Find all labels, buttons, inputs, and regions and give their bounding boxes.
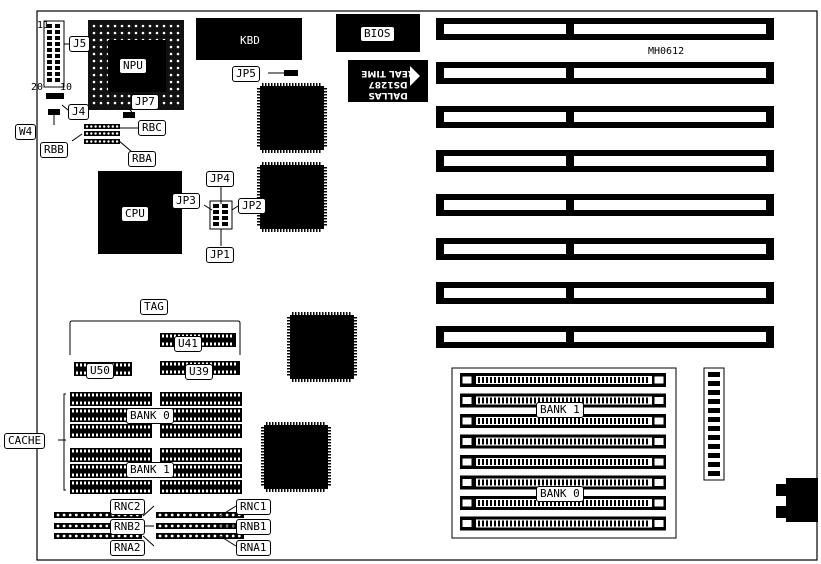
u41-label: U41 bbox=[174, 336, 202, 352]
rba-label: RBA bbox=[128, 151, 156, 167]
cache-sram-chip bbox=[160, 448, 242, 462]
model-number: MH0612 bbox=[648, 46, 685, 57]
expansion-slot bbox=[436, 150, 774, 172]
expansion-slot bbox=[436, 106, 774, 128]
pin-20-label: 20 bbox=[31, 82, 44, 93]
resistor-pack bbox=[54, 533, 142, 539]
simm-socket bbox=[460, 475, 666, 490]
cache-sram-chip bbox=[70, 392, 152, 406]
rbb-label: RBB bbox=[40, 142, 68, 158]
jp5-label: JP5 bbox=[232, 66, 260, 82]
resistor-pack bbox=[156, 523, 244, 529]
bios-label: BIOS bbox=[360, 26, 395, 42]
simm-bank1-label: BANK 1 bbox=[536, 402, 584, 418]
w4-jumper bbox=[48, 109, 60, 115]
rna1-label: RNA1 bbox=[236, 540, 271, 556]
resistor-pack bbox=[84, 131, 120, 136]
kbd-label: KBD bbox=[240, 34, 260, 47]
jp4-label: JP4 bbox=[206, 171, 234, 187]
power-connector bbox=[703, 367, 725, 481]
rtc-label: DALLAS DS1287 REAL TIME bbox=[361, 68, 415, 100]
resistor-pack bbox=[84, 139, 120, 144]
j4-label: J4 bbox=[68, 104, 90, 120]
expansion-slot bbox=[436, 62, 774, 84]
jp3-label: JP3 bbox=[172, 193, 200, 209]
cpu-label: CPU bbox=[121, 206, 149, 222]
j4-pins bbox=[46, 93, 64, 99]
cache-label: CACHE bbox=[4, 433, 46, 449]
plcc-chip bbox=[261, 422, 331, 492]
npu-label: NPU bbox=[119, 58, 147, 74]
expansion-slot bbox=[436, 194, 774, 216]
plcc-chip bbox=[257, 83, 327, 153]
simm-socket bbox=[460, 393, 666, 408]
jp7-jumper bbox=[123, 112, 135, 118]
cache-sram-chip bbox=[70, 448, 152, 462]
jp7-label: JP7 bbox=[131, 94, 159, 110]
simm-socket bbox=[460, 516, 666, 531]
expansion-slot bbox=[436, 326, 774, 348]
cache-bank0-label: BANK 0 bbox=[126, 408, 174, 424]
simm-socket bbox=[460, 434, 666, 449]
plcc-chip bbox=[257, 162, 327, 232]
keyboard-din bbox=[786, 478, 818, 522]
jp5-jumper bbox=[284, 70, 298, 76]
rnc1-label: RNC1 bbox=[236, 499, 271, 515]
pin-10-label: 10 bbox=[60, 82, 73, 93]
cache-sram-chip bbox=[70, 480, 152, 494]
simm-socket bbox=[460, 373, 666, 387]
rna2-label: RNA2 bbox=[110, 540, 145, 556]
expansion-slot bbox=[436, 18, 774, 40]
cache-bracket bbox=[63, 393, 66, 491]
kbd-chip bbox=[196, 18, 302, 60]
simm-bank0-label: BANK 0 bbox=[536, 486, 584, 502]
w4-label: W4 bbox=[15, 124, 37, 140]
j5-label: J5 bbox=[69, 36, 91, 52]
cache-sram-chip bbox=[70, 424, 152, 438]
resistor-pack bbox=[156, 533, 244, 539]
cache-sram-chip bbox=[160, 480, 242, 494]
plcc-chip bbox=[287, 312, 357, 382]
simm-socket bbox=[460, 496, 666, 510]
rnb2-label: RNB2 bbox=[110, 519, 145, 535]
rbc-label: RBC bbox=[138, 120, 166, 136]
simm-area bbox=[451, 367, 677, 539]
resistor-pack bbox=[84, 124, 120, 129]
cache-sram-chip bbox=[160, 392, 242, 406]
board-outline bbox=[36, 10, 818, 561]
tag-label: TAG bbox=[140, 299, 168, 315]
expansion-slot bbox=[436, 282, 774, 304]
expansion-slots bbox=[436, 18, 774, 348]
simm-socket bbox=[460, 455, 666, 469]
rnc2-label: RNC2 bbox=[110, 499, 145, 515]
u50-label: U50 bbox=[86, 363, 114, 379]
resistor-pack bbox=[54, 512, 142, 518]
pin-11-label: 11 bbox=[37, 20, 50, 31]
simm-socket bbox=[460, 414, 666, 428]
tag-bracket bbox=[69, 320, 241, 355]
expansion-slot bbox=[436, 238, 774, 260]
cache-bank1-label: BANK 1 bbox=[126, 462, 174, 478]
u39-label: U39 bbox=[185, 364, 213, 380]
cache-sram-chip bbox=[160, 424, 242, 438]
resistor-pack bbox=[156, 512, 244, 518]
rnb1-label: RNB1 bbox=[236, 519, 271, 535]
jp1-label: JP1 bbox=[206, 247, 234, 263]
jp2-label: JP2 bbox=[238, 198, 266, 214]
